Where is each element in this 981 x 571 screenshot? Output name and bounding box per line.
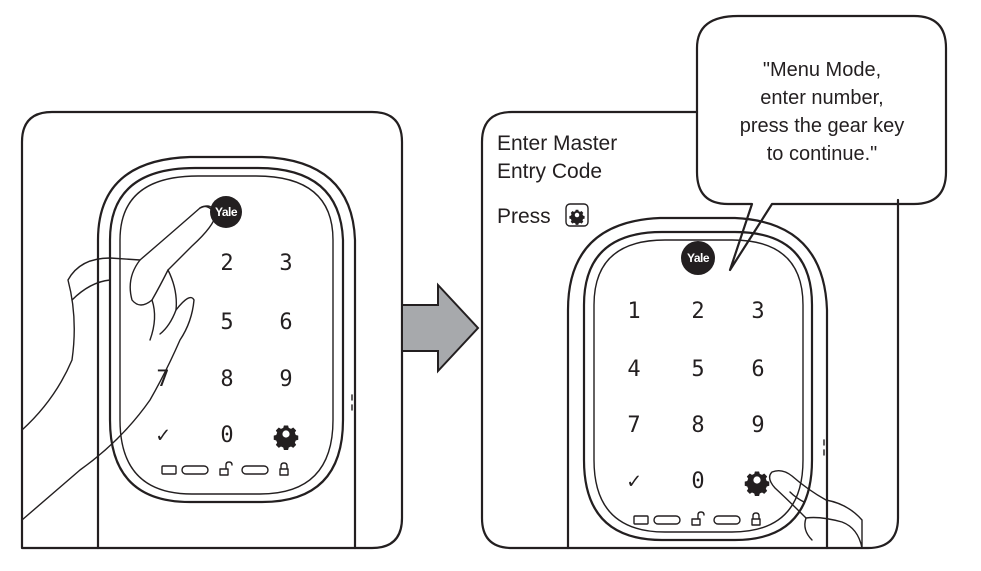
hand-icon (768, 469, 863, 549)
instruction-line-1: Enter Master (497, 132, 617, 155)
keypad-right: 1 2 3 4 5 6 7 8 9 ✓ 0 (627, 299, 770, 496)
speech-bubble: "Menu Mode, enter number, press the gear… (695, 14, 948, 272)
svg-text:Yale: Yale (687, 251, 710, 265)
key-0[interactable]: 0 (691, 469, 704, 494)
status-row-right (633, 511, 761, 526)
svg-text:Yale: Yale (215, 205, 238, 219)
right-arrow-icon (401, 282, 480, 374)
lock-device-right (566, 216, 829, 550)
key-3[interactable]: 3 (279, 251, 292, 276)
key-2[interactable]: 2 (691, 299, 704, 324)
key-0[interactable]: 0 (220, 423, 233, 448)
keypad-left: 2 3 5 6 7 8 9 ✓ 0 (156, 251, 299, 450)
hand-icon (21, 205, 217, 521)
key-7[interactable]: 7 (627, 413, 640, 438)
gear-icon[interactable] (744, 471, 770, 496)
key-6[interactable]: 6 (751, 357, 764, 382)
bubble-line-1: "Menu Mode, (763, 59, 881, 81)
lock-icon (751, 512, 761, 526)
key-6[interactable]: 6 (279, 310, 292, 335)
key-7[interactable]: 7 (156, 367, 169, 392)
key-9[interactable]: 9 (751, 413, 764, 438)
key-9[interactable]: 9 (279, 367, 292, 392)
key-check[interactable]: ✓ (627, 469, 640, 494)
instruction-line-2: Entry Code (497, 160, 602, 183)
key-4[interactable]: 4 (627, 357, 640, 382)
key-8[interactable]: 8 (220, 367, 233, 392)
key-check[interactable]: ✓ (156, 423, 169, 448)
yale-logo-right: Yale (681, 241, 715, 275)
gear-icon[interactable] (273, 425, 299, 450)
key-8[interactable]: 8 (691, 413, 704, 438)
right-panel: Enter Master Entry Code Press Yale 1 2 3… (480, 14, 948, 550)
key-5[interactable]: 5 (220, 310, 233, 335)
lock-icon (279, 462, 289, 476)
key-1[interactable]: 1 (627, 299, 640, 324)
bubble-line-3: press the gear key (740, 115, 905, 137)
key-5[interactable]: 5 (691, 357, 704, 382)
gear-key-icon (565, 203, 589, 227)
key-3[interactable]: 3 (751, 299, 764, 324)
status-row-left (161, 461, 289, 476)
left-panel: Yale 2 3 5 6 7 8 9 ✓ 0 (20, 110, 404, 550)
unlock-icon (219, 461, 233, 476)
lock-device-left (96, 155, 357, 550)
unlock-icon (691, 511, 705, 526)
bubble-line-4: to continue." (767, 143, 878, 165)
bubble-line-2: enter number, (760, 87, 883, 109)
key-2[interactable]: 2 (220, 251, 233, 276)
yale-logo-left: Yale (210, 196, 242, 228)
instruction-press: Press (497, 205, 551, 228)
